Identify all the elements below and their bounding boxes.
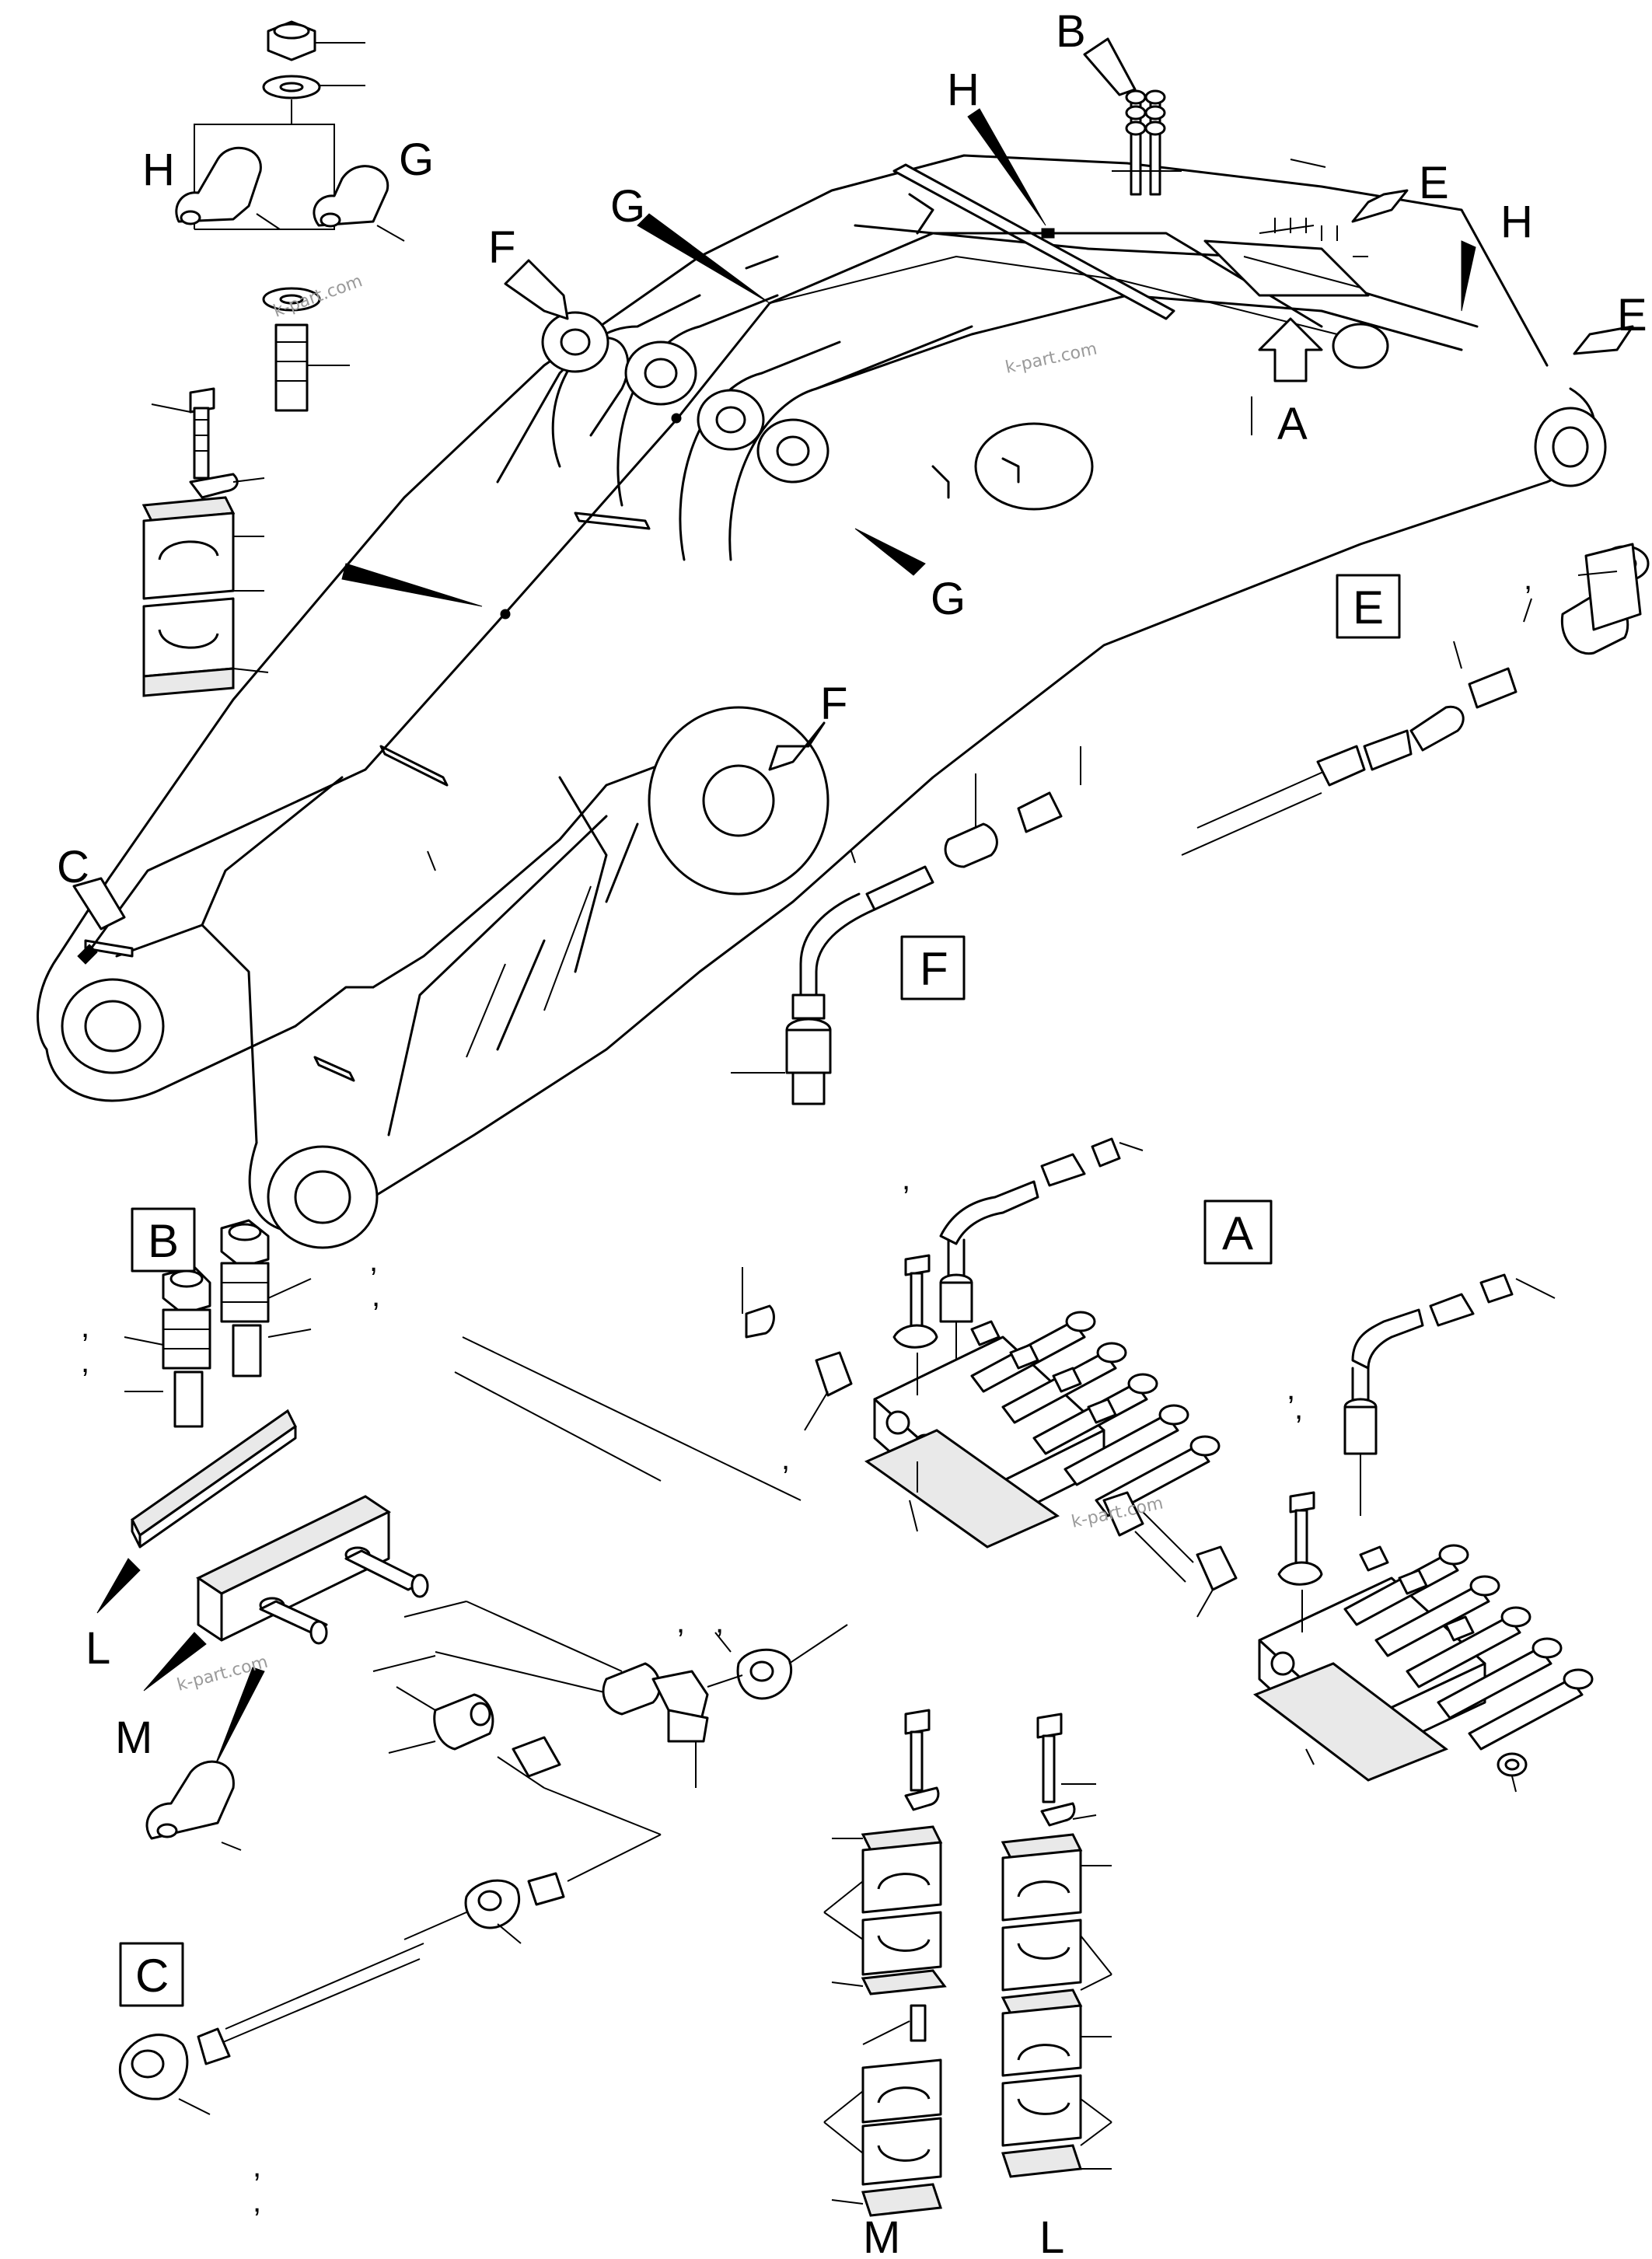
callout-f-mid: F [820, 679, 847, 729]
pointer-arrows [72, 37, 1634, 930]
boom-distributor-cluster [1112, 89, 1389, 369]
callout-m-bracket: M [115, 1713, 152, 1763]
svg-text:,: , [781, 1442, 790, 1476]
callout-c-left: C [57, 842, 89, 892]
svg-text:k-part.com: k-part.com [1004, 340, 1098, 378]
svg-text:,: , [81, 1345, 89, 1379]
detail-box-c: C [119, 1942, 184, 2007]
callout-h-top: H [947, 65, 980, 115]
svg-text:,: , [1287, 1372, 1295, 1406]
svg-text:,: , [676, 1605, 685, 1639]
callout-a-arrow: A [1277, 399, 1308, 449]
callout-l-bottom: L [1039, 2212, 1064, 2259]
lube-line-on-boom [77, 228, 1338, 965]
leader-lines [427, 159, 1326, 871]
callout-letters: H G B H E H E G F A G F C L M M L [57, 6, 1647, 2259]
detail-e-fitting [1181, 543, 1650, 856]
svg-text:,: , [369, 1244, 378, 1278]
svg-text:,: , [253, 2184, 261, 2219]
svg-text:,: , [715, 1605, 724, 1639]
callout-h-right: H [1500, 197, 1533, 247]
detail-c-hose [118, 1686, 662, 2115]
clamp-stack-l [1001, 1713, 1112, 2178]
detail-box-b: B [131, 1207, 196, 1273]
detail-b-brackets [124, 1219, 429, 1851]
svg-text:E: E [1353, 581, 1384, 634]
svg-text:,: , [902, 1162, 910, 1196]
svg-text:,: , [81, 1310, 89, 1344]
callout-g-boom: G [931, 574, 966, 624]
clamp-stack-m [823, 1709, 947, 2217]
clamp-exploded-view-top [175, 20, 405, 412]
wedge-leaders [96, 108, 1476, 1769]
svg-text:,: , [253, 2149, 261, 2184]
svg-text:k-part.com: k-part.com [175, 1653, 270, 1695]
detail-f-fitting [731, 746, 1081, 1105]
svg-text:F: F [920, 943, 948, 995]
svg-text:C: C [135, 1950, 169, 2002]
callout-g-clamp: G [399, 134, 434, 185]
svg-text:,: , [372, 1279, 380, 1313]
callout-b-top: B [1056, 6, 1086, 57]
detail-box-e: E [1336, 574, 1401, 639]
callout-m-bottom: M [863, 2212, 900, 2259]
callout-e-right: E [1617, 290, 1647, 340]
detail-a-distributor [454, 1137, 1594, 1793]
callout-h-clamp: H [142, 145, 175, 195]
callout-g-left: G [610, 181, 645, 232]
clamp-stack-left [141, 387, 269, 697]
detail-box-f: F [900, 935, 966, 1000]
callout-f-left: F [488, 222, 515, 273]
svg-text:,: , [1294, 1391, 1303, 1426]
lube-tube-middle [372, 1601, 848, 1788]
detail-box-a: A [1203, 1199, 1273, 1265]
comma-markers: , , , , , , , , , , , , , [81, 562, 1532, 2219]
callout-l-bracket: L [86, 1623, 110, 1674]
svg-text:,: , [1524, 562, 1532, 596]
svg-text:B: B [148, 1215, 179, 1267]
svg-text:A: A [1222, 1207, 1253, 1259]
callout-e-top: E [1419, 158, 1449, 208]
